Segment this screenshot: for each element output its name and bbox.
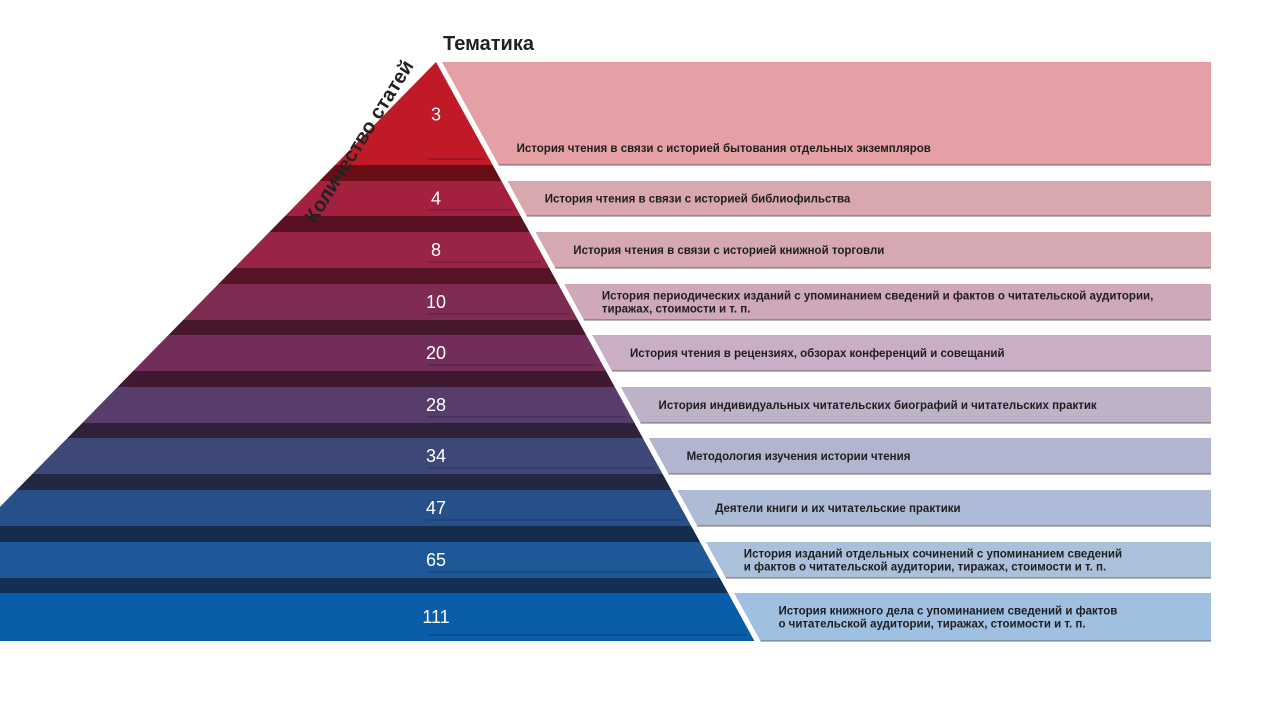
category-label: Деятели книги и их читательские практики <box>715 503 960 515</box>
layer-connector <box>168 320 587 335</box>
pyramid-layer <box>133 335 606 371</box>
value-label: 20 <box>426 343 446 363</box>
pyramid-layer <box>0 593 755 641</box>
pyramid-layer <box>183 284 578 320</box>
layer-connector <box>67 423 643 438</box>
category-band <box>442 62 1211 165</box>
category-band <box>648 438 1211 474</box>
pyramid-layer <box>285 181 521 216</box>
layer-connector <box>117 371 615 387</box>
category-band <box>620 387 1211 423</box>
pyramid-layer <box>335 62 493 165</box>
layer-connector <box>319 165 502 181</box>
category-band <box>564 284 1211 320</box>
pyramid-layer <box>82 387 635 423</box>
category-label: История книжного дела с упоминанием свед… <box>778 606 1117 618</box>
category-label: тиражах, стоимости и т. п. <box>602 304 751 316</box>
category-label: История чтения в связи с историей библио… <box>545 194 851 206</box>
category-label: История чтения в связи с историей бытова… <box>517 143 931 155</box>
value-label: 8 <box>431 240 441 260</box>
value-label: 65 <box>426 550 446 570</box>
category-band <box>677 490 1211 526</box>
category-label: История индивидуальных читательских биог… <box>659 400 1097 412</box>
value-label: 47 <box>426 498 446 518</box>
chart-title: Тематика <box>443 33 534 55</box>
pyramid-layer <box>32 438 663 474</box>
layer-connector <box>218 268 559 284</box>
pyramid-layer <box>0 542 720 578</box>
value-label: 4 <box>431 189 441 209</box>
category-label: История чтения в рецензиях, обзорах конф… <box>630 348 1005 360</box>
value-label: 111 <box>422 607 449 627</box>
value-label: 10 <box>426 292 446 312</box>
value-label: 3 <box>431 105 441 125</box>
category-label: История изданий отдельных сочинений с уп… <box>744 549 1122 561</box>
category-band <box>706 542 1211 578</box>
category-label: Методология изучения истории чтения <box>687 451 911 463</box>
category-band <box>535 232 1211 268</box>
value-label: 34 <box>426 446 446 466</box>
category-band <box>592 335 1211 371</box>
category-label: История периодических изданий с упоминан… <box>602 291 1153 303</box>
pyramid-layer <box>234 232 550 268</box>
category-band <box>507 181 1211 216</box>
category-label: о читательской аудитории, тиражах, стоим… <box>778 619 1085 631</box>
category-band <box>734 593 1211 641</box>
pyramid-layer <box>0 490 692 526</box>
value-label: 28 <box>426 395 446 415</box>
layer-connector <box>0 578 729 593</box>
category-label: История чтения в связи с историей книжно… <box>573 245 884 257</box>
layer-connector <box>16 474 672 490</box>
category-label: и фактов о читательской аудитории, тираж… <box>744 562 1106 574</box>
layer-connector <box>269 216 530 232</box>
layer-connector <box>0 526 700 542</box>
